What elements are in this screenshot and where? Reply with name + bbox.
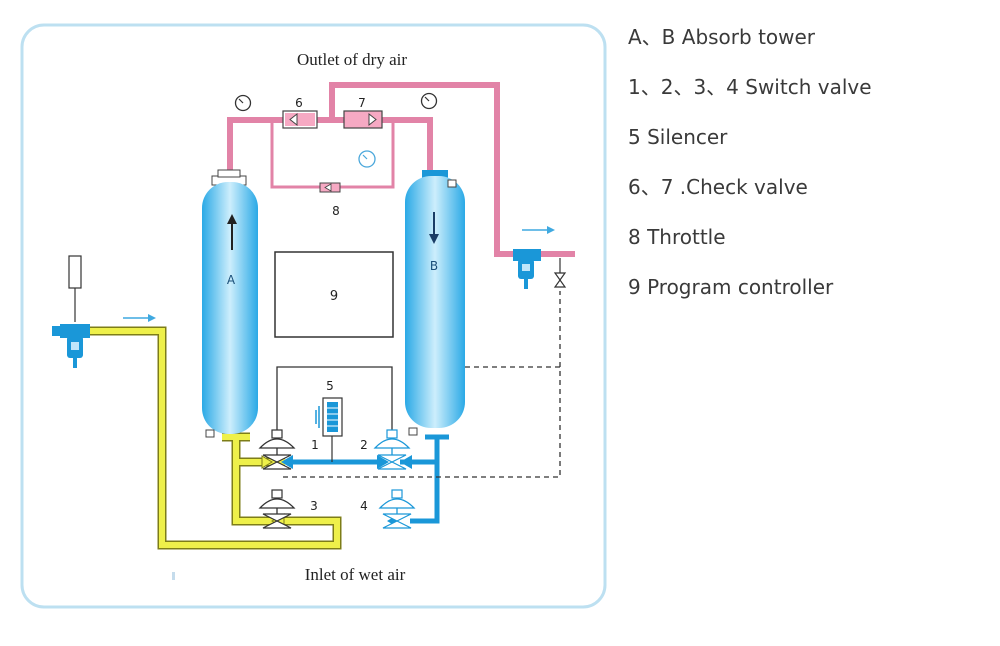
outlet-label: Outlet of dry air (297, 50, 407, 69)
switch-valve-1 (258, 429, 296, 470)
dry-air-piping (227, 82, 575, 257)
switch-valve-3 (258, 489, 296, 529)
legend-item-switch-valves: 1、2、3、4 Switch valve (628, 75, 872, 99)
switch-valve-1-number: 1 (311, 438, 319, 452)
outlet-flow-arrow-icon (522, 226, 555, 234)
legend-item-check-valves: 6、7 .Check valve (628, 175, 808, 199)
tower-a (202, 169, 258, 438)
pilot-lines (283, 291, 561, 478)
program-controller-number: 9 (330, 289, 338, 304)
wet-air-piping (56, 326, 342, 550)
legend-item-program-controller: 9 Program controller (628, 275, 834, 299)
scan-mark (172, 572, 175, 580)
tower-b (405, 170, 465, 436)
legend-item-throttle: 8 Throttle (628, 225, 726, 249)
pressure-gauge-center-icon (358, 150, 376, 168)
check-valve-7-number: 7 (358, 96, 366, 110)
control-wiring (276, 366, 393, 434)
throttle-bypass (270, 120, 395, 189)
inlet-label: Inlet of wet air (305, 565, 406, 584)
switch-valve-3-number: 3 (310, 499, 318, 513)
inlet-filter-icon (52, 255, 90, 368)
inlet-flow-arrow-icon (123, 314, 156, 322)
drain-valve-icon (553, 258, 567, 288)
pressure-gauge-left-icon (234, 94, 252, 112)
legend: A、B Absorb tower 1、2、3、4 Switch valve 5 … (628, 22, 988, 322)
throttle-number: 8 (332, 204, 340, 218)
tower-b-label: B (430, 259, 438, 273)
switch-valve-2 (373, 429, 411, 470)
switch-valve-2-number: 2 (360, 438, 368, 452)
switch-valve-4-number: 4 (360, 499, 368, 513)
check-valve-7 (343, 110, 383, 129)
silencer (315, 397, 343, 462)
pressure-gauge-right-icon (420, 92, 438, 110)
throttle-8 (319, 182, 341, 193)
legend-item-silencer: 5 Silencer (628, 125, 728, 149)
switch-valve-4 (378, 489, 416, 529)
legend-item-towers: A、B Absorb tower (628, 25, 816, 49)
program-controller (274, 251, 394, 338)
outlet-filter-icon (513, 249, 541, 289)
check-valve-6 (282, 110, 318, 129)
diagram-frame (20, 23, 607, 609)
tower-a-label: A (227, 273, 236, 287)
check-valve-6-number: 6 (295, 96, 303, 110)
regeneration-piping (285, 434, 449, 524)
silencer-number: 5 (326, 379, 334, 393)
